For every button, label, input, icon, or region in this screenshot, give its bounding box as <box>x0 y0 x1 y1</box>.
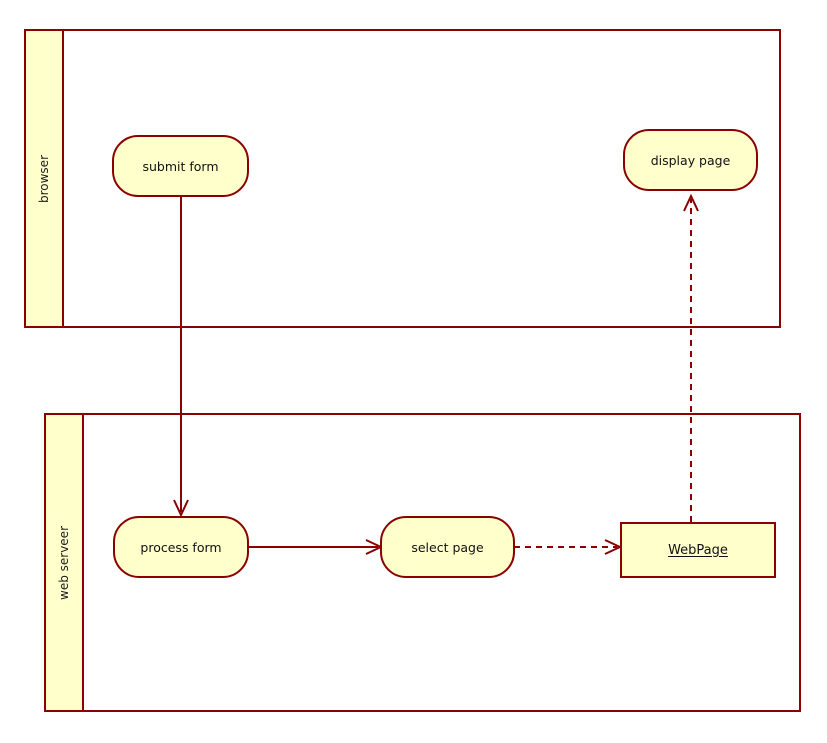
activity-node-submit-form[interactable]: submit form <box>112 135 249 197</box>
activity-node-submit-form-label: submit form <box>142 158 219 174</box>
swimlane-web-serveer-header: web serveer <box>46 415 84 710</box>
activity-node-process-form[interactable]: process form <box>113 516 249 578</box>
swimlane-browser-header: browser <box>26 31 64 326</box>
swimlane-browser-label: browser <box>37 154 51 203</box>
activity-node-display-page-label: display page <box>650 152 731 168</box>
swimlane-browser[interactable]: browser <box>24 29 781 328</box>
activity-node-process-form-label: process form <box>140 539 222 555</box>
swimlane-web-serveer[interactable]: web serveer <box>44 413 801 712</box>
swimlane-web-serveer-label: web serveer <box>57 525 71 600</box>
object-node-webpage[interactable]: WebPage <box>620 522 776 578</box>
activity-node-display-page[interactable]: display page <box>623 129 758 191</box>
object-node-webpage-label: WebPage <box>668 542 728 558</box>
activity-node-select-page-label: select page <box>411 539 484 555</box>
activity-node-select-page[interactable]: select page <box>380 516 515 578</box>
